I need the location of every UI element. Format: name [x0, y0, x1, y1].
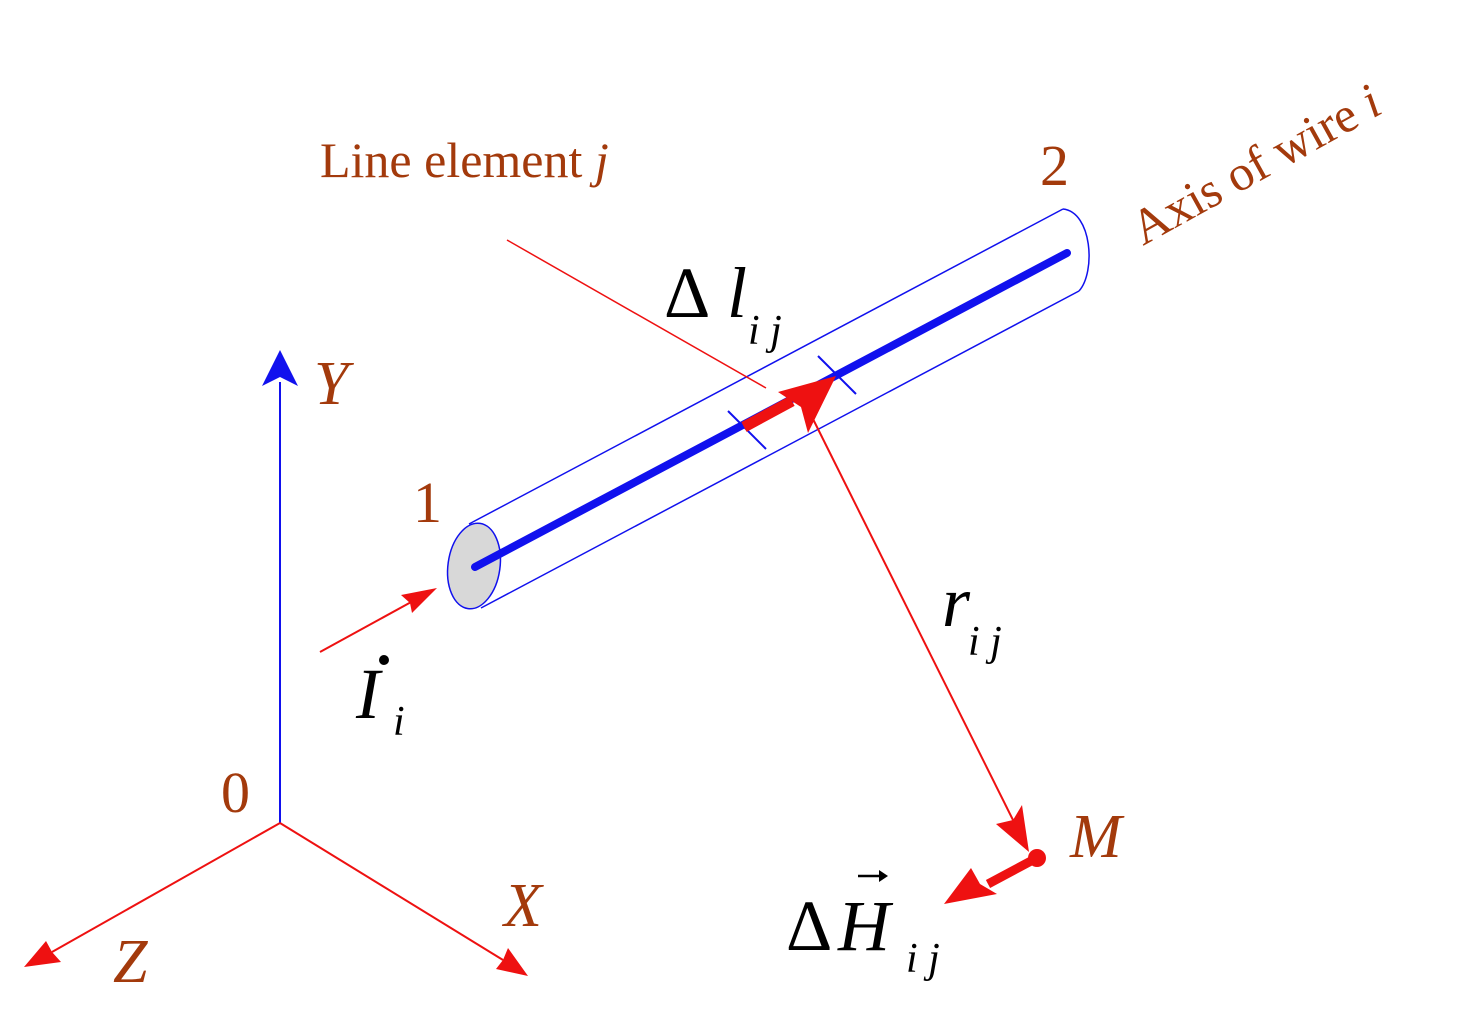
r-vector [810, 414, 1029, 852]
svg-text:i j: i j [748, 308, 782, 354]
z-axis-arrowhead [24, 941, 61, 967]
end-1-label: 1 [413, 470, 442, 535]
svg-text:I: I [355, 654, 383, 734]
y-axis [262, 350, 298, 823]
wire-far-end-cap [1062, 208, 1090, 292]
current-arrowhead [401, 588, 437, 613]
svg-text:Δ: Δ [664, 253, 710, 333]
line-element-arrowhead [778, 376, 836, 433]
x-axis-label: X [501, 872, 544, 940]
element-tick-end [817, 355, 857, 395]
y-axis-label: Y [314, 350, 354, 418]
z-axis-label: Z [113, 928, 148, 996]
svg-text:i: i [393, 699, 405, 745]
current-label: I i [355, 654, 405, 745]
line-element-leader [506, 239, 767, 389]
line-element-label: Line element j [320, 132, 609, 188]
svg-text:l: l [727, 253, 747, 333]
r-label: r i j [942, 562, 1002, 665]
svg-text:i j: i j [968, 619, 1002, 665]
current-arrow [319, 588, 437, 653]
point-m [1028, 849, 1046, 867]
delta-l-label: Δ l i j [664, 253, 782, 354]
svg-text:Δ: Δ [786, 886, 832, 966]
x-axis [279, 822, 528, 976]
delta-h-vector [944, 857, 1034, 904]
svg-text:r: r [942, 562, 971, 642]
svg-text:i j: i j [906, 936, 940, 982]
z-axis [24, 822, 281, 967]
origin-label: 0 [221, 760, 250, 825]
delta-h-label: Δ H i j [786, 870, 940, 982]
end-2-label: 2 [1040, 133, 1069, 198]
line-element-vector [741, 376, 836, 433]
delta-h-arrowhead [944, 868, 997, 904]
x-axis-arrowhead [496, 948, 528, 976]
r-vector-arrowhead [996, 805, 1029, 852]
axis-of-wire-label: Axis of wire i [1121, 73, 1390, 256]
current-dot [379, 655, 389, 665]
point-m-label: M [1069, 803, 1125, 871]
y-axis-arrowhead [262, 350, 298, 386]
svg-text:H: H [837, 886, 894, 966]
